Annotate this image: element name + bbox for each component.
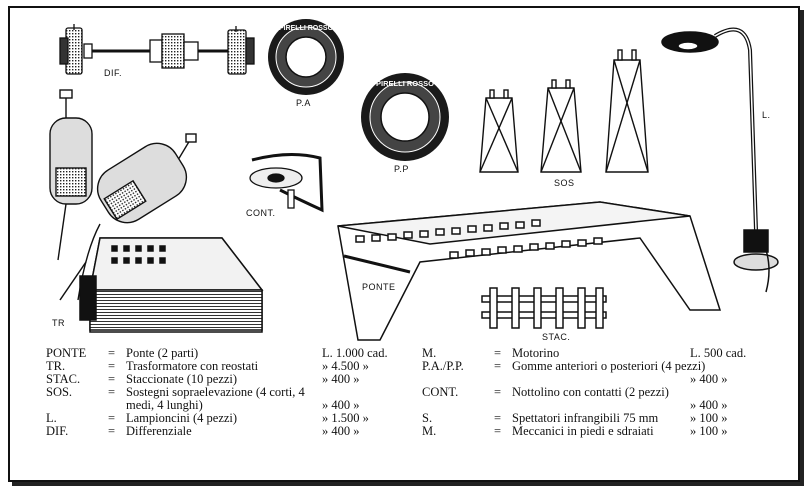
legend-eq: = <box>494 385 502 399</box>
legend-price: » 400 » <box>322 424 360 438</box>
legend-eq: = <box>108 411 116 425</box>
legend-price: » 400 » <box>322 398 360 412</box>
legend-abbr: P.A./P.P. <box>422 359 464 373</box>
label-lamp: L. <box>762 110 771 120</box>
lamp-post-illustration <box>661 27 779 293</box>
legend-abbr: S. <box>422 411 433 425</box>
legend-eq: = <box>494 346 502 360</box>
fence-illustration <box>481 287 607 329</box>
legend-abbr: STAC. <box>46 372 81 386</box>
label-tr: TR <box>52 318 65 328</box>
legend-eq: = <box>494 359 502 373</box>
rear-tyre-illustration: PIRELLI ROSSO <box>361 73 449 161</box>
legend-abbr: M. <box>422 424 437 438</box>
legend-abbr: CONT. <box>422 385 459 399</box>
legend-abbr: SOS. <box>46 385 73 399</box>
legend-price: » 100 » <box>690 411 728 425</box>
differential-illustration <box>59 24 255 75</box>
legend-desc: Spettatori infrangibili 75 mm <box>512 411 659 425</box>
legend-price: » 400 » <box>690 398 728 412</box>
sos-supports-illustration <box>479 49 649 173</box>
legend-desc: Staccionate (10 pezzi) <box>126 372 238 386</box>
legend-abbr: TR. <box>46 359 66 373</box>
legend-eq: = <box>494 411 502 425</box>
legend-eq: = <box>494 424 502 438</box>
legend-price: » 400 » <box>322 372 360 386</box>
transformer-illustration <box>59 237 264 333</box>
legend-desc: Ponte (2 parti) <box>126 346 199 360</box>
label-stac: STAC. <box>542 332 571 342</box>
legend-desc: Motorino <box>512 346 560 360</box>
label-cont: CONT. <box>246 208 276 218</box>
bridge-illustration <box>337 201 722 341</box>
legend-desc: Trasformatore con reostati <box>126 359 259 373</box>
legend-price: » 400 » <box>690 372 728 386</box>
legend-price: » 4.500 » <box>322 359 369 373</box>
legend-price: L. 1.000 cad. <box>322 346 388 360</box>
label-sos: SOS <box>554 178 575 188</box>
tyre-text-pp: PIRELLI ROSSO <box>376 79 434 88</box>
legend-desc: Nottolino con contatti (2 pezzi) <box>512 385 669 399</box>
legend-desc: Gomme anteriori o posteriori (4 pezzi) <box>512 359 706 373</box>
label-ponte: PONTE <box>362 282 396 292</box>
legend-abbr: M. <box>422 346 437 360</box>
legend-abbr: DIF. <box>46 424 69 438</box>
label-pp: P.P <box>394 164 409 174</box>
label-dif: DIF. <box>104 68 123 78</box>
legend-price: L. 500 cad. <box>690 346 747 360</box>
legend-eq: = <box>108 424 116 438</box>
legend-eq: = <box>108 372 116 386</box>
legend-eq: = <box>108 346 116 360</box>
contact-illustration <box>249 152 324 213</box>
legend-eq: = <box>108 385 116 399</box>
legend-abbr: PONTE <box>46 346 87 360</box>
legend-abbr: L. <box>46 411 57 425</box>
legend-eq: = <box>108 359 116 373</box>
front-tyre-illustration: PIRELLI ROSSO <box>268 19 344 95</box>
legend-desc: Meccanici in piedi e sdraiati <box>512 424 654 438</box>
tyre-text-pa: PIRELLI ROSSO <box>279 25 334 32</box>
legend-desc: Sostegni sopraelevazione (4 corti, 4 med… <box>126 385 305 412</box>
legend-desc: Lampioncini (4 pezzi) <box>126 411 238 425</box>
label-pa: P.A <box>296 98 311 108</box>
legend-desc: Differenziale <box>126 424 192 438</box>
legend-price: » 100 » <box>690 424 728 438</box>
legend-price: » 1.500 » <box>322 411 369 425</box>
